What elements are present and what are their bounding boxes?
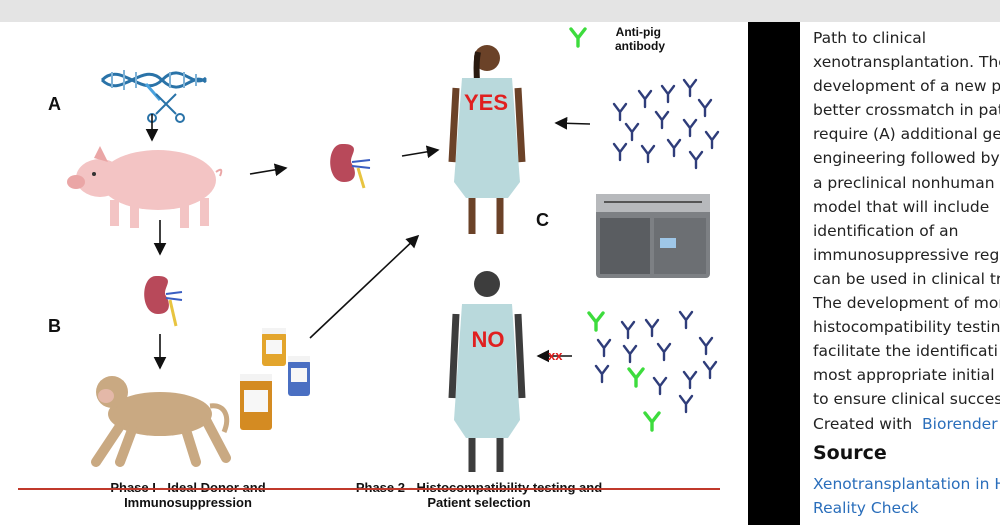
caption-line: development of a new p xyxy=(813,77,1000,96)
source-link[interactable]: Xenotransplantation in H Reality Check xyxy=(813,472,1000,520)
caption-line: most appropriate initial xyxy=(813,366,995,385)
caption-line: model that will include xyxy=(813,197,990,216)
browser-top-bar xyxy=(0,0,1000,22)
caption-line: The development of mor xyxy=(813,294,1000,313)
arrow-kidney-to-patient xyxy=(401,145,440,159)
antibody-cluster-top xyxy=(612,78,720,170)
arrow-antibodies-to-yes xyxy=(554,116,591,130)
no-label: NO xyxy=(472,327,505,352)
caption-line: histocompatibility testin xyxy=(813,318,1000,337)
phase2-caption: Phase 2 - Histocompatibility testing and… xyxy=(356,480,602,510)
xenotransplantation-figure: A B C xx xyxy=(0,22,748,525)
monkey-icon xyxy=(91,376,231,467)
caption-line: Path to clinical xyxy=(813,29,927,47)
blocked-mark: xx xyxy=(548,348,563,363)
source-heading: Source xyxy=(813,442,887,464)
caption-line: require (A) additional ge xyxy=(813,125,1000,144)
source-link-line1[interactable]: Xenotransplantation in H xyxy=(813,475,1000,493)
label-a: A xyxy=(48,94,61,114)
figure-caption: Path to clinical xenotransplantation. Th… xyxy=(813,26,1000,436)
biorender-link[interactable]: Biorender xyxy=(922,414,998,433)
created-with-text: Created with xyxy=(813,414,913,433)
caption-line: immunosuppressive regi xyxy=(813,245,1000,264)
dna-scissors-icon xyxy=(100,70,207,123)
medication-bottles-icon xyxy=(240,328,310,430)
caption-line: a preclinical nonhuman xyxy=(813,173,995,192)
caption-line: identification of an xyxy=(813,221,959,240)
lightbox-divider xyxy=(748,22,800,525)
phase1-caption: Phase I - Ideal Donor and Immunosuppress… xyxy=(110,480,265,510)
patient-yes-icon xyxy=(448,45,526,234)
antibody-legend-line1: Anti-pig xyxy=(616,25,661,39)
arrow-pig-to-kidney2 xyxy=(249,163,288,177)
antibody-cluster-bottom xyxy=(587,310,718,432)
caption-credit: Created with Biorender xyxy=(813,412,1000,436)
caption-line: facilitate the identificati xyxy=(813,342,998,361)
caption-line: engineering followed by xyxy=(813,149,1000,168)
arrow-drugs-to-patient xyxy=(309,234,420,339)
crossmatch-machine-icon xyxy=(596,194,710,278)
kidney-icon-transplant xyxy=(330,144,371,189)
figure-divider xyxy=(18,488,720,490)
source-link-line2[interactable]: Reality Check xyxy=(813,499,919,517)
pig-icon xyxy=(67,146,223,228)
label-b: B xyxy=(48,316,61,336)
yes-label: YES xyxy=(464,90,508,115)
caption-line: xenotransplantation. The xyxy=(813,53,1000,72)
label-c: C xyxy=(536,210,549,230)
antibody-legend-text: Anti-pig antibody xyxy=(615,25,665,53)
antibody-legend-line2: antibody xyxy=(615,39,665,53)
figure-illustration: A B C xx xyxy=(48,25,720,472)
patient-no-icon xyxy=(448,271,526,472)
caption-line: can be used in clinical tr xyxy=(813,269,1000,288)
antibody-legend-icon xyxy=(569,27,587,48)
caption-panel: Path to clinical xenotransplantation. Th… xyxy=(800,22,1000,525)
kidney-icon-phase1 xyxy=(144,276,183,327)
caption-line: better crossmatch in pat xyxy=(813,101,1000,120)
caption-line: to ensure clinical succes xyxy=(813,390,1000,409)
